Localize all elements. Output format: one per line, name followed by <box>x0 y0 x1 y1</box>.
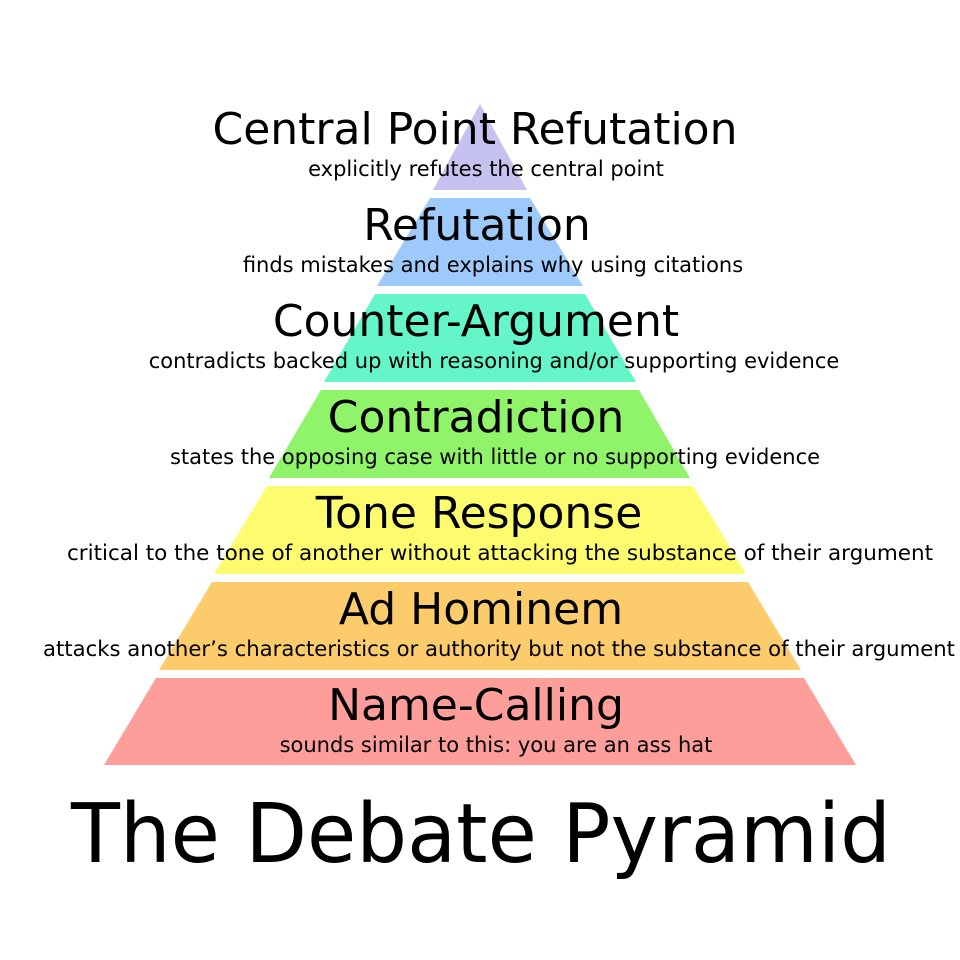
tier-counter-argument-title: Counter-Argument <box>273 296 679 347</box>
tier-refutation-shape <box>377 198 583 286</box>
tier-refutation-description: finds mistakes and explains why using ci… <box>243 253 743 277</box>
tier-counter-argument-shape <box>324 294 636 382</box>
tier-tone-response-description: critical to the tone of another without … <box>67 541 933 565</box>
tier-contradiction-title: Contradiction <box>328 392 624 443</box>
tier-ad-hominem-title: Ad Hominem <box>339 584 623 635</box>
tier-ad-hominem-description: attacks another’s characteristics or aut… <box>43 637 955 661</box>
tier-name-calling-shape <box>104 678 856 765</box>
tier-name-calling-title: Name-Calling <box>328 680 624 731</box>
pyramid-title: The Debate Pyramid <box>70 787 891 882</box>
tier-central-point-refutation-shape <box>433 104 527 190</box>
tier-contradiction-shape <box>269 390 690 478</box>
tier-name-calling-description: sounds similar to this: you are an ass h… <box>280 733 713 757</box>
tier-central-point-refutation-title: Central Point Refutation <box>213 104 738 155</box>
tier-contradiction-description: states the opposing case with little or … <box>170 445 820 469</box>
tier-counter-argument-description: contradicts backed up with reasoning and… <box>149 349 840 373</box>
tier-ad-hominem-shape <box>159 582 801 670</box>
tier-tone-response-title: Tone Response <box>315 488 643 539</box>
tier-tone-response-shape <box>214 486 746 574</box>
tier-central-point-refutation-description: explicitly refutes the central point <box>308 157 664 181</box>
tier-refutation-title: Refutation <box>363 200 591 251</box>
